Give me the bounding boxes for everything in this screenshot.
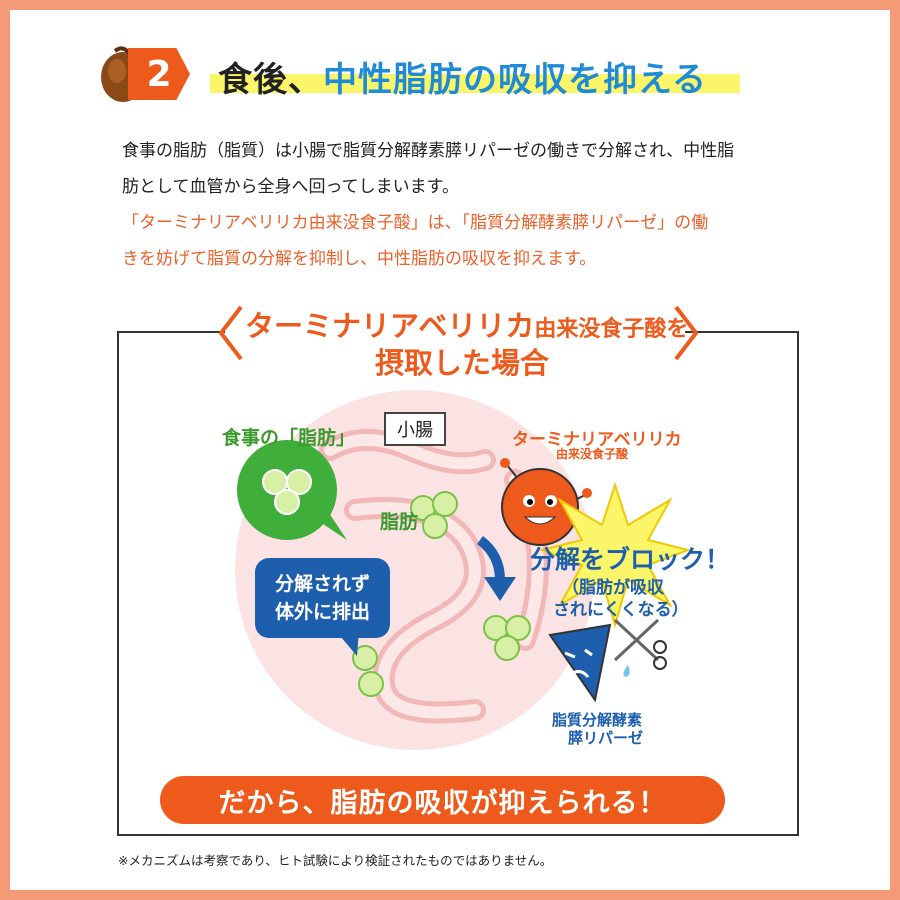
left-bracket-icon: [218, 305, 243, 361]
right-bracket-icon: [674, 305, 699, 361]
heading-part2: 中性脂肪の吸収を抑える: [323, 60, 707, 100]
lipase-label-line2: 膵リパーゼ: [568, 729, 644, 747]
block-main-text: 分解をブロック！: [530, 545, 731, 574]
excretion-bubble-tail: [335, 630, 359, 656]
intro-line-2: 肪として血管から全身へ回ってしまいます。: [122, 177, 459, 197]
lipase-character-icon: [548, 618, 667, 703]
diagram-title-line2: 摂取した場合: [375, 346, 550, 380]
diagram-title-small: 由来没食子酸を: [534, 317, 689, 342]
agent-label-line2: 由来没食子酸: [556, 447, 629, 461]
heading-part1: 食後、: [218, 60, 323, 100]
gallic-acid-character-icon: [500, 458, 592, 546]
fat-droplets-excreted-icon: [352, 645, 384, 697]
meal-fat-label: 食事の「脂肪」: [222, 427, 356, 449]
diagram-title-line1: ターミナリアベリリカ由来没食子酸を: [245, 303, 688, 345]
excretion-line1: 分解されず: [274, 573, 370, 595]
organ-label: 小腸: [384, 412, 446, 446]
agent-label-line1: ターミナリアベリリカ: [512, 430, 682, 450]
section-number-badge: 2: [128, 48, 190, 100]
fat-label: 脂肪: [380, 511, 419, 533]
intro-line-4: きを妨げて脂質の分解を抑制し、中性脂肪の吸収を抑えます。: [122, 249, 597, 269]
arrow-down-icon: [476, 536, 516, 601]
heading-highlight: [210, 55, 740, 97]
meal-fat-droplets: [262, 469, 347, 540]
diagram-title-main: ターミナリアベリリカ: [245, 309, 535, 343]
section-heading: 食後、中性脂肪の吸収を抑える: [218, 52, 707, 101]
block-sub-line1: （脂肪が吸収: [562, 578, 664, 598]
burst-icon: [540, 481, 690, 629]
fat-droplets-lower-icon: [483, 615, 531, 661]
block-sub-line2: されにくくなる）: [553, 600, 689, 620]
footnote: ※メカニズムは考察であり、ヒト試験により検証されたものではありません。: [118, 853, 553, 868]
excretion-bubble: 分解されず体外に排出: [255, 558, 390, 638]
intro-line-1: 食事の脂肪（脂質）は小腸で脂質分解酵素膵リパーゼの働きで分解され、中性脂: [122, 141, 735, 161]
conclusion-banner: だから、脂肪の吸収が抑えられる！: [160, 776, 725, 824]
intro-line-3: 「ターミナリアベリリカ由来没食子酸」は、「脂質分解酵素膵リパーゼ」の働: [122, 213, 709, 233]
excretion-line2: 体外に排出: [274, 601, 370, 623]
diagram-title-bg: [225, 300, 685, 385]
lipase-label-line1: 脂質分解酵素: [552, 711, 643, 729]
fat-droplets-icon: [410, 491, 458, 539]
